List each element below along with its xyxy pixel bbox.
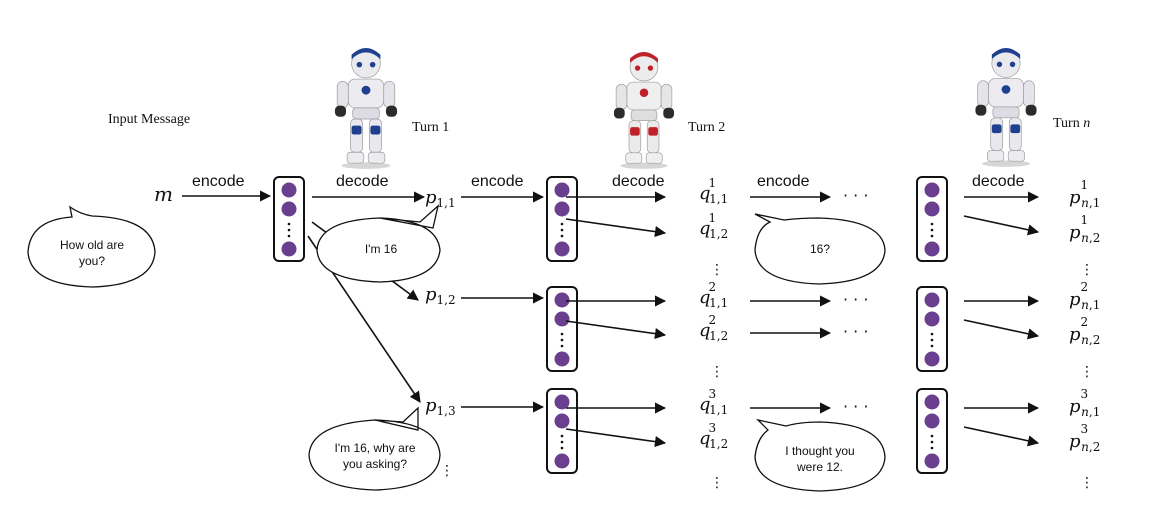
bubble-reply-3-text-2: you asking? xyxy=(343,457,407,471)
bubble-reply-1: I'm 16 xyxy=(316,204,441,283)
encode-label-2: encode xyxy=(471,173,524,190)
encoder-1 xyxy=(273,176,305,262)
robot-turn2-icon xyxy=(613,52,675,170)
turn-1-label: Turn 1 xyxy=(412,120,449,135)
decode-label-2: decode xyxy=(612,173,665,190)
svg-text:q31,1: q31,1 xyxy=(699,387,728,417)
encoder-2c xyxy=(546,388,578,474)
decode-label-3: decode xyxy=(972,173,1025,190)
encode-label-1: encode xyxy=(192,173,245,190)
bubble-question-text-2: you? xyxy=(79,254,105,268)
svg-text:p1n,2: p1n,2 xyxy=(1069,213,1100,245)
bubble-reply-2-text: 16? xyxy=(810,242,830,256)
svg-text:⋮: ⋮ xyxy=(1080,364,1094,380)
bubble-reply-4-text-2: were 12. xyxy=(796,460,843,474)
robot-turnn-icon xyxy=(974,48,1038,168)
bubble-question: How old are you? xyxy=(27,205,156,288)
svg-text:⋮: ⋮ xyxy=(1080,475,1094,491)
svg-text:p2n,1: p2n,1 xyxy=(1069,280,1100,312)
encoder-2a xyxy=(546,176,578,262)
svg-text:p3n,2: p3n,2 xyxy=(1069,422,1100,454)
hdots-3: · · · xyxy=(843,322,868,341)
turn-n-label: Turn n xyxy=(1053,116,1090,131)
robot-turn1-icon xyxy=(334,48,398,170)
node-p-1-1: p1,1 xyxy=(425,187,456,210)
bubble-reply-3-text-1: I'm 16, why are xyxy=(335,441,416,455)
bubble-reply-4: I thought you were 12. xyxy=(754,418,886,492)
input-symbol: m xyxy=(154,182,173,206)
bubble-question-text-1: How old are xyxy=(60,238,124,252)
bubble-reply-1-text: I'm 16 xyxy=(365,242,398,256)
encoder-nb xyxy=(916,286,948,372)
decode-label-1: decode xyxy=(336,173,389,190)
bubble-reply-3: I'm 16, why are you asking? xyxy=(308,406,441,491)
svg-text:q11,1: q11,1 xyxy=(699,176,728,206)
svg-text:⋮: ⋮ xyxy=(710,475,724,491)
node-p-1-2: p1,2 xyxy=(425,284,456,307)
arrow-q12-3 xyxy=(565,428,667,448)
hdots-4: · · · xyxy=(843,397,868,416)
vdots-p: ⋮ xyxy=(440,463,454,479)
arrow-q12-2 xyxy=(565,320,667,340)
turn-2-label: Turn 2 xyxy=(688,120,725,135)
arrow-pn-3b xyxy=(963,426,1040,447)
arrow-q12-1 xyxy=(565,218,667,238)
svg-text:p1n,1: p1n,1 xyxy=(1069,178,1100,210)
svg-text:q31,2: q31,2 xyxy=(699,421,728,451)
bubble-reply-4-text-1: I thought you xyxy=(785,444,854,458)
encode-label-3: encode xyxy=(757,173,810,190)
encoder-2b xyxy=(546,286,578,372)
encoder-nc xyxy=(916,388,948,474)
hdots-1: · · · xyxy=(843,186,868,205)
svg-text:⋮: ⋮ xyxy=(710,364,724,380)
svg-text:⋮: ⋮ xyxy=(1080,262,1094,278)
input-message-label: Input Message xyxy=(108,112,190,127)
arrow-pn-1b xyxy=(963,215,1040,236)
node-p-1-3: p1,3 xyxy=(425,395,456,418)
svg-text:q11,2: q11,2 xyxy=(699,211,728,241)
svg-text:⋮: ⋮ xyxy=(710,262,724,278)
arrow-pn-2b xyxy=(963,319,1040,340)
svg-text:p2n,2: p2n,2 xyxy=(1069,315,1100,347)
encoder-na xyxy=(916,176,948,262)
bubble-reply-2: 16? xyxy=(754,213,886,285)
hdots-2: · · · xyxy=(843,290,868,309)
svg-text:q21,1: q21,1 xyxy=(699,280,728,310)
svg-text:q21,2: q21,2 xyxy=(699,313,728,343)
svg-text:p3n,1: p3n,1 xyxy=(1069,387,1100,419)
